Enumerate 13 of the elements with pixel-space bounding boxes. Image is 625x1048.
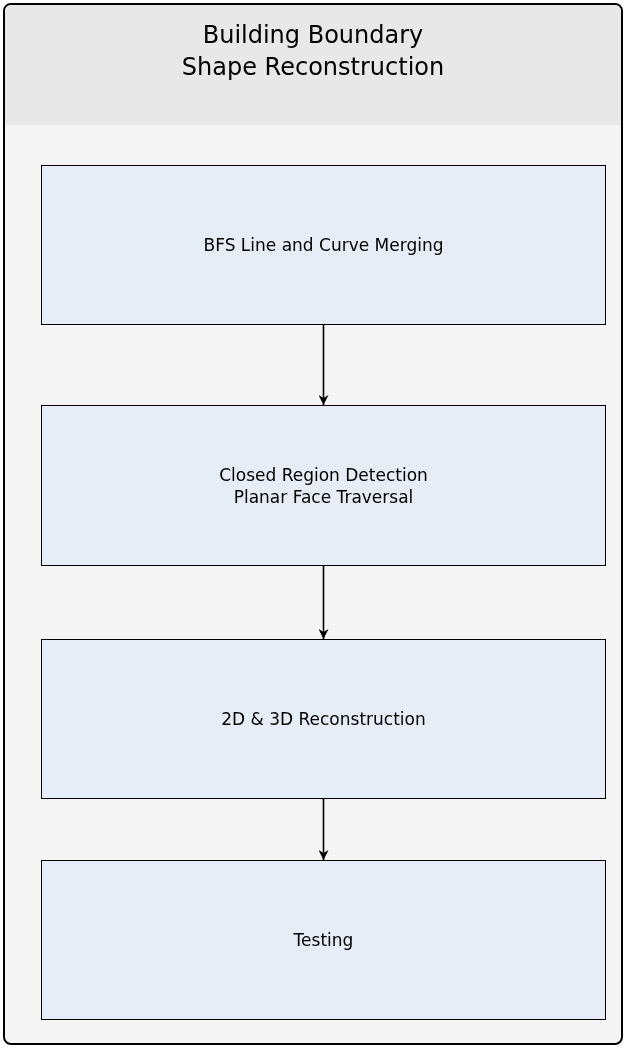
group-container: [3, 3, 623, 1045]
process-box: [41, 405, 606, 566]
arrow: [318, 324, 329, 406]
process-box: [41, 860, 606, 1020]
process-box: [41, 165, 606, 325]
box-label: Closed Region Detection Planar Face Traversal: [218, 463, 429, 508]
box-label: Testing: [292, 929, 355, 951]
arrow: [318, 565, 329, 640]
box-label: BFS Line and Curve Merging: [202, 234, 445, 256]
arrow: [318, 798, 329, 861]
process-box: [41, 639, 606, 799]
container-title: Building Boundary Shape Reconstruction: [180, 20, 446, 83]
box-label: 2D & 3D Reconstruction: [220, 708, 427, 730]
